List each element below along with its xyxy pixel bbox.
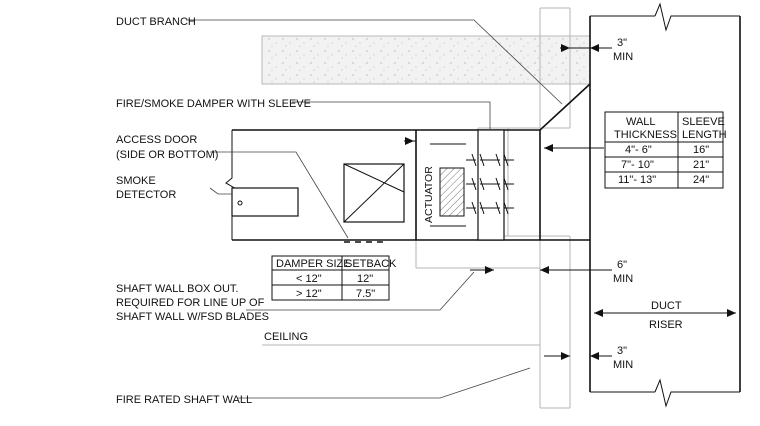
table-header-cell: DAMPER SIZE — [276, 258, 351, 270]
duct-branch-label: DUCT BRANCH — [116, 16, 196, 28]
shaft-box-out-label: SHAFT WALL BOX OUT. — [116, 283, 238, 295]
dim-mid-value: 6" — [617, 259, 627, 271]
concrete-slab — [261, 35, 591, 85]
table-cell: 16" — [693, 144, 709, 156]
dimension-labels: 3" MIN 6" MIN 3" MIN DUCT RISER — [613, 37, 683, 371]
table-cell: 4"- 6" — [625, 144, 652, 156]
duct-riser-label-1: DUCT — [651, 300, 682, 312]
actuator: ACTUATOR — [423, 166, 465, 223]
fire-smoke-damper-label: FIRE/SMOKE DAMPER WITH SLEEVE — [116, 98, 311, 110]
leader-lines — [186, 19, 563, 399]
access-door-label: ACCESS DOOR — [116, 134, 197, 146]
fire-rated-wall-label: FIRE RATED SHAFT WALL — [116, 394, 252, 406]
fire-rated-shaft-wall — [415, 7, 571, 409]
table-cell: 12" — [357, 273, 373, 285]
duct-riser-label-2: RISER — [649, 319, 683, 331]
table-header-cell: WALL — [626, 116, 656, 128]
table-cell: < 12" — [296, 273, 322, 285]
smoke-detector-label: SMOKE — [116, 175, 156, 187]
table-cell: 11"- 13" — [618, 174, 656, 186]
callout-labels: DUCT BRANCH FIRE/SMOKE DAMPER WITH SLEEV… — [116, 16, 311, 406]
table-cell: 21" — [693, 159, 709, 171]
damper-blade — [466, 153, 514, 167]
setback-table: DAMPER SIZE SETBACK < 12" 12" > 12" 7.5" — [271, 255, 397, 301]
smoke-detector-label-2: DETECTOR — [116, 189, 176, 201]
damper-blade — [466, 201, 514, 215]
table-cell: 7"- 10" — [621, 159, 654, 171]
sleeve-length-table: WALL THICKNESS SLEEVE LENGTH 4"- 6" 16" … — [604, 111, 727, 189]
smoke-detector — [231, 187, 299, 217]
dim-top-unit: MIN — [613, 51, 633, 63]
actuator-label: ACTUATOR — [423, 166, 435, 223]
damper-blade — [466, 177, 514, 191]
access-door — [343, 163, 405, 243]
ceiling-label: CEILING — [264, 331, 308, 343]
table-cell: 7.5" — [356, 288, 375, 300]
duct-riser — [589, 2, 741, 408]
shaft-box-out-label-3: SHAFT WALL W/FSD BLADES — [116, 311, 269, 323]
table-header-cell: SETBACK — [345, 258, 397, 270]
table-cell: 24" — [693, 174, 709, 186]
table-header-cell: THICKNESS — [614, 129, 677, 141]
dim-top-value: 3" — [617, 37, 627, 49]
access-door-sublabel: (SIDE OR BOTTOM) — [116, 149, 218, 161]
dim-bot-unit: MIN — [613, 359, 633, 371]
fire-smoke-damper — [430, 129, 514, 241]
table-cell: > 12" — [296, 288, 322, 300]
table-header-cell: LENGTH — [682, 129, 727, 141]
shaft-box-out-label-2: REQUIRED FOR LINE UP OF — [116, 297, 265, 309]
table-header-cell: SLEEVE — [682, 116, 725, 128]
dim-bot-value: 3" — [617, 345, 627, 357]
dimension-arrows — [404, 44, 736, 360]
dim-mid-unit: MIN — [613, 273, 633, 285]
